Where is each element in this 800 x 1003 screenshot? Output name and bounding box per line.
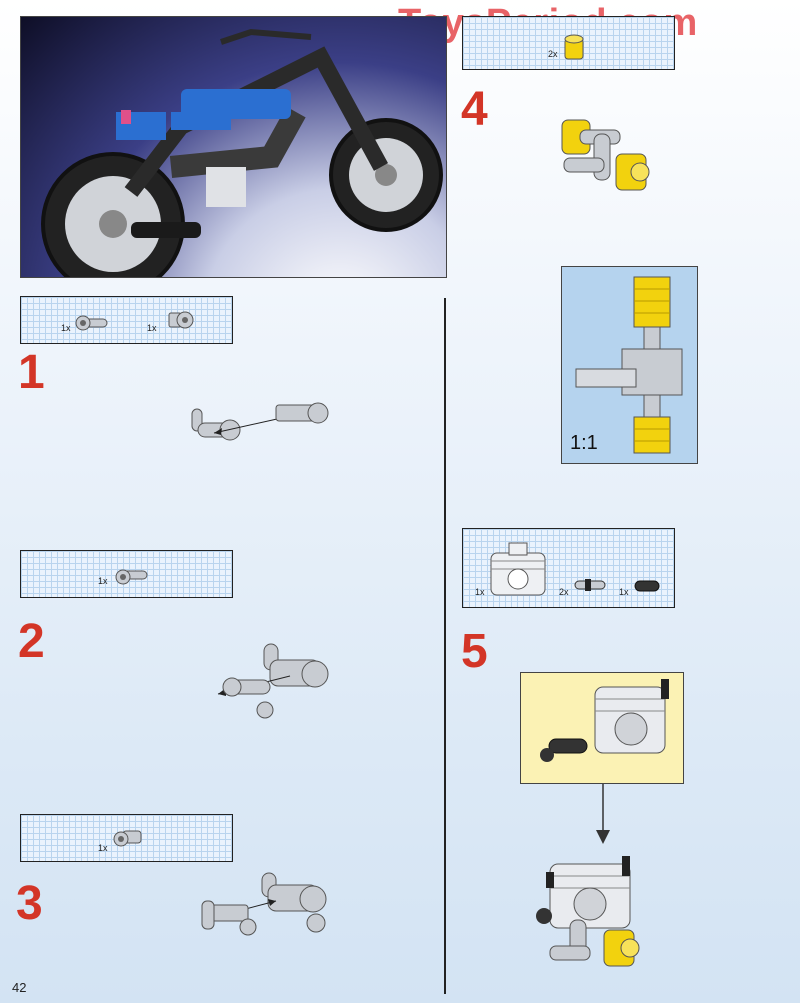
part-qty: 2x — [548, 49, 558, 59]
motorcycle-model-photo — [20, 16, 447, 278]
step-3-parts-box: 1x — [20, 814, 233, 862]
step-5-assembly-diagram — [536, 856, 640, 967]
engine-cylinder-icon — [490, 542, 546, 596]
step-number: 5 — [461, 625, 488, 678]
step-4-parts-box: 2x — [462, 16, 675, 70]
bush-icon — [113, 830, 142, 847]
axle-connector-icon — [115, 569, 148, 585]
step-2-assembly-diagram — [217, 643, 329, 719]
part-qty: 2x — [559, 587, 569, 597]
part-qty: 1x — [619, 587, 629, 597]
part-qty: 1x — [98, 576, 108, 586]
black-pin-icon — [634, 580, 660, 592]
step-2-parts-box: 1x — [20, 550, 233, 598]
step-3-assembly-diagram — [201, 872, 327, 936]
yellow-bush-icon — [564, 34, 584, 60]
step-number: 1 — [18, 346, 45, 399]
motorcycle-illustration — [41, 28, 443, 277]
sub-assembly-diagram — [540, 679, 669, 762]
part-qty: 1x — [475, 587, 485, 597]
axle-connector-icon — [75, 315, 108, 331]
step-number: 3 — [16, 877, 43, 930]
part-qty: 1x — [147, 323, 157, 333]
scale-reference-box: 1:1 — [561, 266, 698, 464]
page-number: 42 — [12, 980, 27, 995]
step-5-parts-box: 1x 2x 1x — [462, 528, 675, 608]
scale-label: 1:1 — [570, 432, 598, 454]
step-number: 4 — [461, 83, 488, 136]
sub-assembly-box — [520, 672, 684, 784]
step-1-parts-box: 1x 1x — [20, 296, 233, 344]
long-pin-icon — [574, 579, 606, 591]
part-qty: 1x — [98, 843, 108, 853]
part-qty: 1x — [61, 323, 71, 333]
scale-assembly-diagram — [575, 276, 683, 454]
arrow-down-icon — [596, 784, 610, 844]
step-4-assembly-diagram — [561, 119, 650, 191]
step-1-assembly-diagram — [191, 402, 329, 441]
bush-icon — [168, 311, 194, 329]
step-number: 2 — [18, 615, 45, 668]
column-divider — [444, 298, 446, 994]
